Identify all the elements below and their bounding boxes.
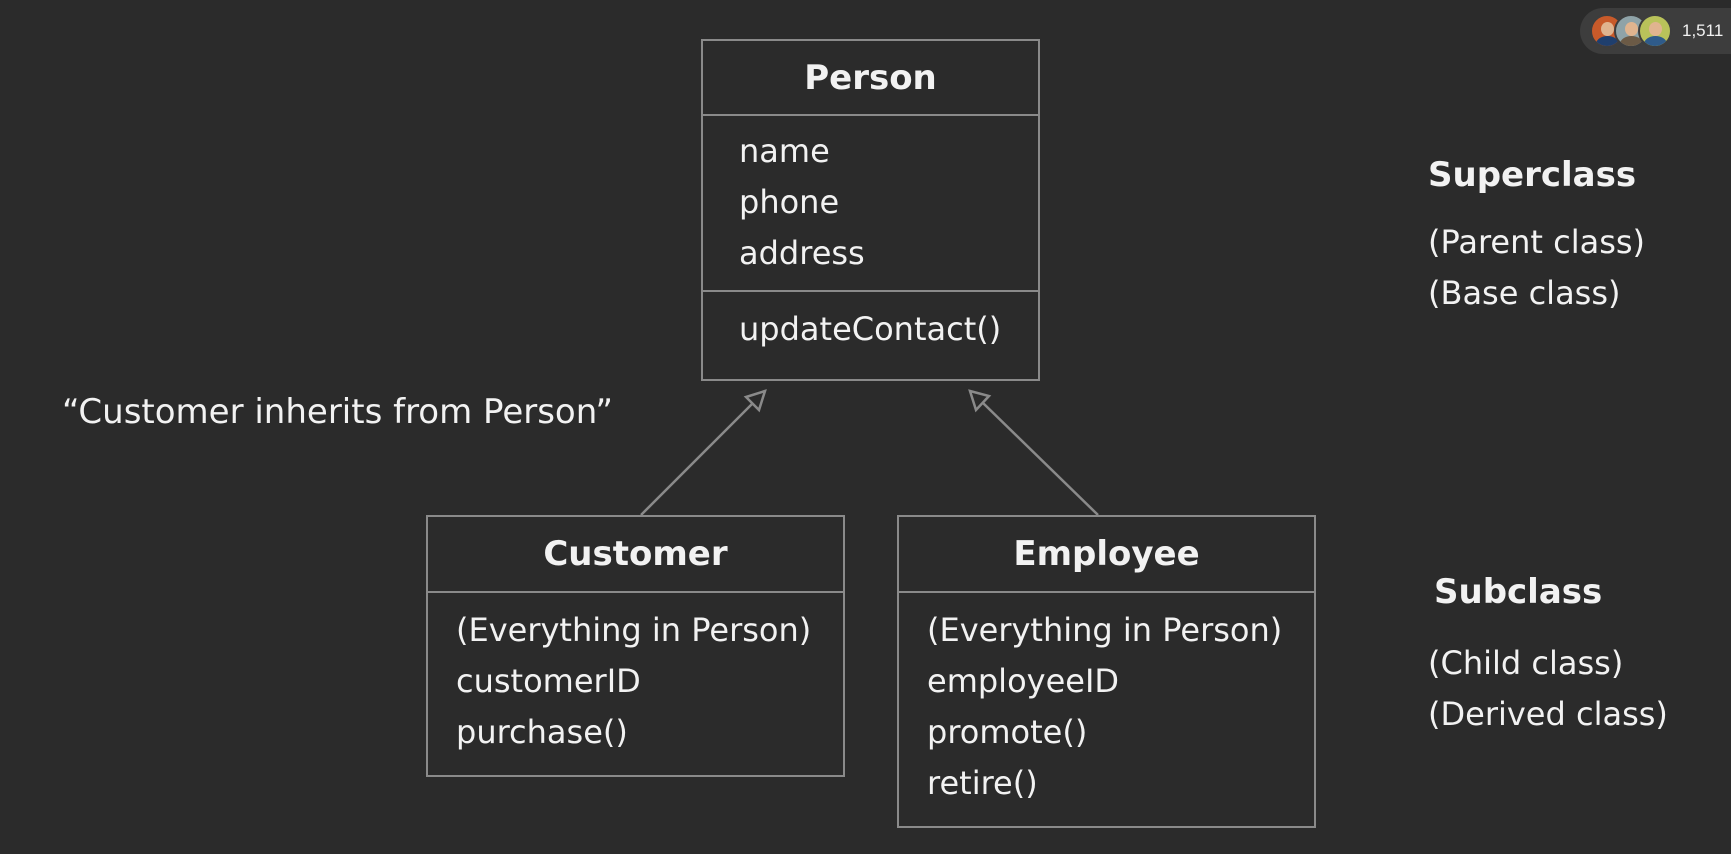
person-attributes: name phone address (703, 116, 1038, 292)
person-attribute: phone (739, 183, 840, 221)
person-attribute: name (739, 132, 830, 170)
employee-members: (Everything in Person) employeeID promot… (899, 593, 1314, 809)
inheritance-caption: “Customer inherits from Person” (62, 392, 614, 432)
employee-member: promote() (927, 713, 1088, 751)
employee-member: employeeID (927, 662, 1120, 700)
customer-class-box: Customer (Everything in Person) customer… (426, 515, 845, 777)
person-attribute: address (739, 234, 865, 272)
employee-member: (Everything in Person) (927, 611, 1283, 649)
person-class-box: Person name phone address updateContact(… (701, 39, 1040, 381)
employee-member: retire() (927, 764, 1038, 802)
subclass-synonym: (Derived class) (1428, 695, 1668, 733)
subclass-label-block: Subclass (Child class) (Derived class) (1428, 572, 1668, 740)
employee-class-box: Employee (Everything in Person) employee… (897, 515, 1316, 828)
viewer-avatar (1638, 14, 1672, 48)
superclass-synonym: (Parent class) (1428, 223, 1646, 261)
employee-inherits-arrow (968, 389, 1099, 516)
superclass-synonym: (Base class) (1428, 274, 1621, 312)
person-class-title: Person (703, 41, 1038, 116)
customer-member: customerID (456, 662, 641, 700)
subclass-synonym: (Child class) (1428, 644, 1624, 682)
customer-inherits-arrow (640, 389, 767, 516)
person-method: updateContact() (739, 310, 1002, 348)
viewer-count: 1,511 (1682, 21, 1724, 40)
person-methods: updateContact() (703, 292, 1038, 355)
superclass-synonyms: (Parent class) (Base class) (1428, 217, 1645, 319)
viewer-count-pill[interactable]: 1,511 (1580, 8, 1731, 54)
superclass-label-block: Superclass (Parent class) (Base class) (1428, 155, 1645, 319)
superclass-heading: Superclass (1428, 155, 1637, 195)
customer-members: (Everything in Person) customerID purcha… (428, 593, 843, 758)
customer-member: (Everything in Person) (456, 611, 812, 649)
customer-member: purchase() (456, 713, 628, 751)
customer-class-title: Customer (428, 517, 843, 593)
subclass-heading: Subclass (1434, 572, 1603, 612)
subclass-synonyms: (Child class) (Derived class) (1428, 638, 1668, 740)
employee-class-title: Employee (899, 517, 1314, 593)
